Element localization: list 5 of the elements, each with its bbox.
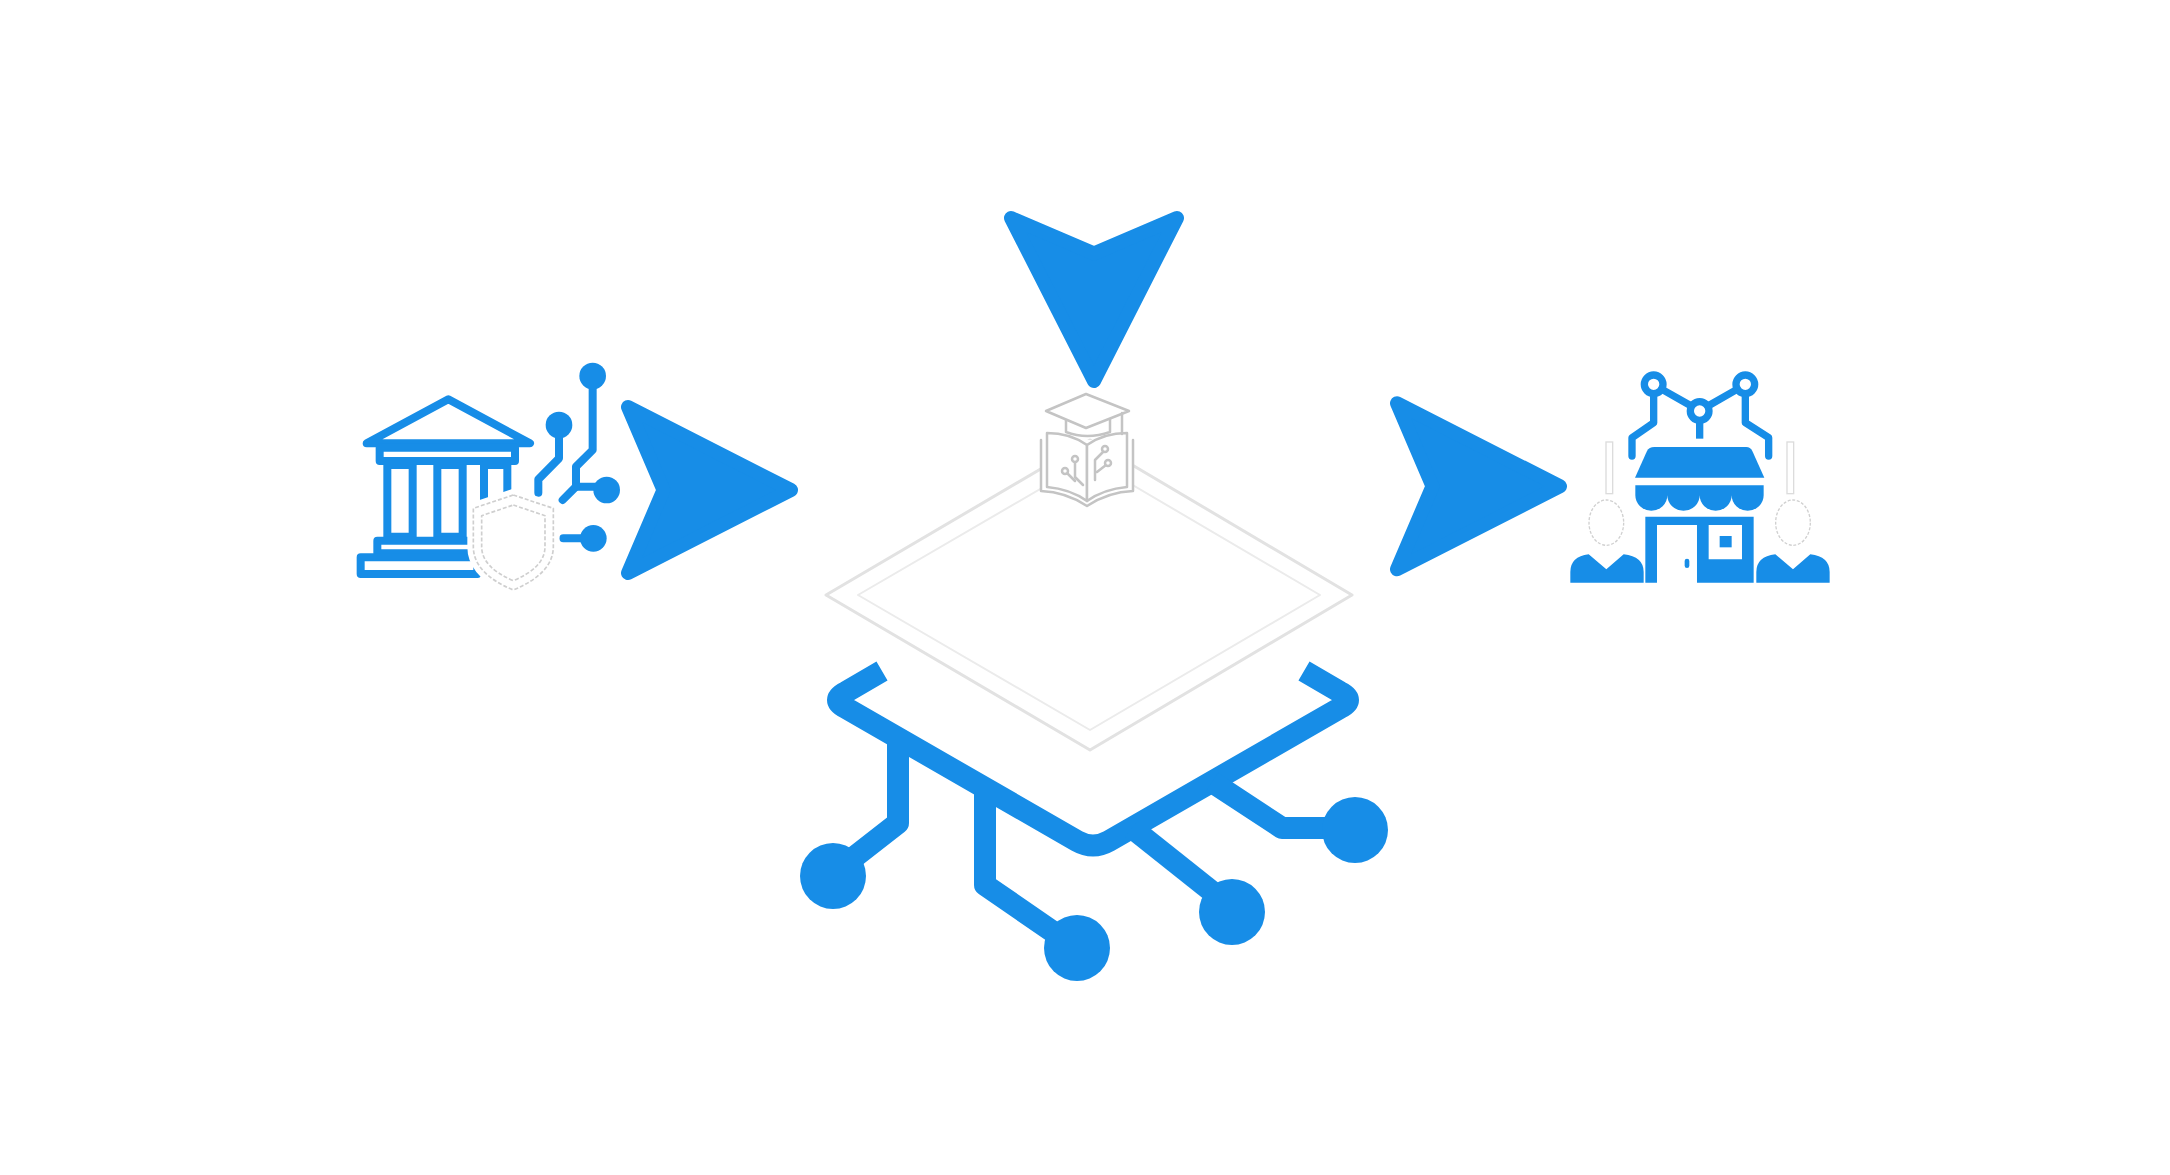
chevron-arrow — [1390, 396, 1567, 577]
shop-people-network-icon — [1567, 370, 1832, 585]
chevron-arrow — [621, 400, 798, 580]
building-shield-circuit-icon — [355, 362, 621, 592]
chevron-arrow — [1004, 211, 1184, 388]
